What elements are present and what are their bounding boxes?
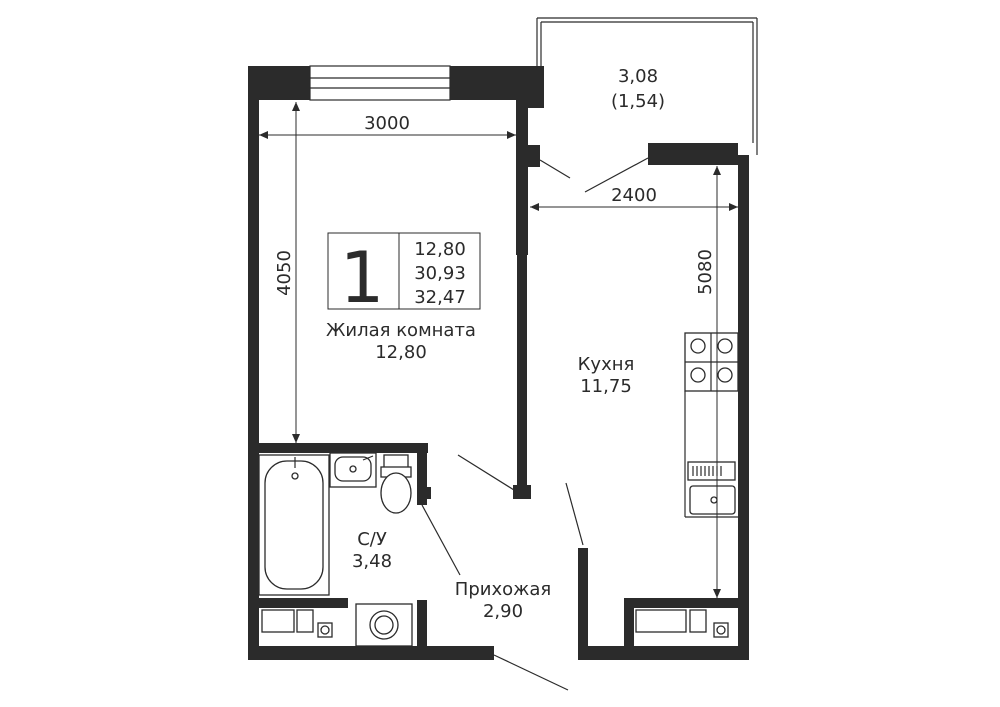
room-name: Прихожая — [455, 579, 551, 600]
room-name: С/У — [357, 529, 387, 550]
kitchen-counter — [684, 391, 738, 518]
room-name: Кухня — [578, 354, 635, 375]
balcony — [536, 17, 758, 193]
rooms-count: 1 — [340, 237, 385, 319]
info-box: 1 12,80 30,93 32,47 — [327, 232, 481, 319]
room-balcony: 3,08 (1,54) — [611, 66, 665, 112]
washing-machine — [355, 603, 413, 647]
dimension-living-width: 3000 — [259, 113, 516, 139]
room-kitchen: Кухня 11,75 — [578, 354, 635, 397]
walls — [248, 66, 749, 660]
kitchen-cabinet — [635, 609, 729, 638]
dimension-label: 3000 — [364, 113, 410, 134]
living-area: 12,80 — [414, 239, 466, 260]
total-area-with-balcony: 32,47 — [414, 287, 466, 308]
bathtub — [258, 454, 330, 596]
dimension-label: 4050 — [274, 250, 295, 296]
room-hallway: Прихожая 2,90 — [455, 579, 551, 622]
dimension-kitchen-width: 2400 — [530, 185, 738, 211]
dimension-kitchen-length: 5080 — [695, 166, 721, 598]
room-area: 11,75 — [580, 376, 632, 397]
bath-cabinet — [261, 609, 333, 638]
window-living — [309, 65, 451, 101]
balcony-area-reduced: (1,54) — [611, 91, 665, 112]
stove — [684, 332, 739, 392]
room-area: 3,48 — [352, 551, 392, 572]
dimension-label: 2400 — [611, 185, 657, 206]
toilet — [380, 454, 412, 514]
kitchen-sink — [687, 461, 736, 515]
total-area: 30,93 — [414, 263, 466, 284]
dimension-label: 5080 — [695, 249, 716, 295]
balcony-area: 3,08 — [618, 66, 658, 87]
room-area: 2,90 — [483, 601, 523, 622]
room-area: 12,80 — [375, 342, 427, 363]
room-name: Жилая комната — [326, 320, 476, 341]
room-bathroom: С/У 3,48 — [352, 529, 392, 572]
dimension-living-length: 4050 — [274, 102, 300, 443]
room-living: Жилая комната 12,80 — [326, 320, 476, 363]
sink — [329, 452, 377, 488]
door-swings — [421, 454, 584, 691]
